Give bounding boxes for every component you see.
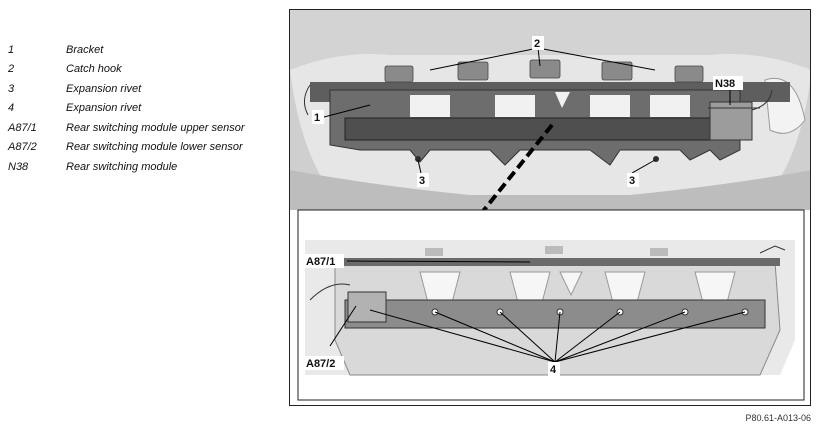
legend: 1 Bracket 2 Catch hook 3 Expansion rivet… bbox=[8, 40, 278, 177]
legend-label: Rear switching module lower sensor bbox=[66, 141, 243, 154]
technical-illustration: 2 1 3 3 N38 bbox=[289, 9, 811, 406]
legend-label: Rear switching module bbox=[66, 160, 178, 173]
leader-line bbox=[537, 47, 656, 71]
legend-key: 3 bbox=[8, 82, 15, 95]
sensor-strip bbox=[344, 117, 716, 141]
legend-row-2: 2 Catch hook bbox=[8, 60, 278, 80]
leader-line bbox=[499, 311, 556, 363]
callout-bg bbox=[627, 173, 639, 187]
legend-key: 2 bbox=[8, 63, 15, 76]
bracket-opening bbox=[555, 92, 570, 108]
leader-line bbox=[537, 47, 541, 67]
leader-line bbox=[554, 311, 686, 363]
leader-line bbox=[429, 47, 539, 71]
cable-end bbox=[759, 245, 786, 254]
callout-a87-1: A87/1 bbox=[306, 256, 335, 268]
leader-line bbox=[554, 311, 561, 363]
bracket-opening bbox=[495, 95, 535, 117]
bumper-lower bbox=[290, 170, 810, 210]
sensor-cable bbox=[309, 283, 351, 301]
leader-line bbox=[554, 311, 621, 363]
legend-label: Bracket bbox=[66, 43, 104, 56]
catch-hook bbox=[674, 65, 704, 83]
legend-row-a87-1: A87/1 Rear switching module upper sensor bbox=[8, 118, 278, 138]
upper-view bbox=[290, 10, 810, 210]
upper-callouts bbox=[323, 47, 731, 174]
leader-line bbox=[346, 260, 531, 263]
leader-line bbox=[554, 311, 746, 363]
detail-callouts bbox=[329, 260, 746, 363]
expansion-rivet bbox=[415, 156, 421, 162]
leader-line bbox=[329, 305, 357, 347]
legend-row-3: 3 Expansion rivet bbox=[8, 79, 278, 99]
leader-line bbox=[631, 159, 656, 174]
legend-row-a87-2: A87/2 Rear switching module lower sensor bbox=[8, 138, 278, 158]
callout-4: 4 bbox=[550, 364, 557, 376]
bracket-opening bbox=[410, 95, 450, 117]
legend-key: A87/2 bbox=[8, 141, 37, 154]
legend-row-n38: N38 Rear switching module bbox=[8, 157, 278, 177]
trunk-lid bbox=[290, 10, 810, 70]
bracket-opening bbox=[650, 95, 690, 117]
catch-hook bbox=[457, 61, 489, 81]
legend-label: Catch hook bbox=[66, 63, 122, 76]
leader-line bbox=[434, 311, 556, 363]
catch-hook bbox=[384, 65, 414, 83]
legend-label: Expansion rivet bbox=[66, 82, 142, 95]
callout-3-left: 3 bbox=[419, 175, 425, 187]
bracket-opening bbox=[559, 271, 583, 297]
mount-tab bbox=[545, 246, 563, 254]
leader-line bbox=[323, 104, 371, 118]
legend-key: 1 bbox=[8, 43, 15, 56]
left-cable bbox=[304, 84, 311, 116]
leader-line bbox=[369, 309, 556, 363]
legend-row-4: 4 Expansion rivet bbox=[8, 99, 278, 119]
catch-hook bbox=[529, 59, 561, 79]
leader-line bbox=[417, 159, 422, 174]
legend-label: Rear switching module upper sensor bbox=[66, 121, 245, 134]
legend-row-1: 1 Bracket bbox=[8, 40, 278, 60]
catch-hook bbox=[601, 61, 633, 81]
callout-3-right: 3 bbox=[629, 175, 635, 187]
callout-n38: N38 bbox=[715, 78, 735, 90]
callout-bg bbox=[532, 36, 544, 50]
callout-a87-2: A87/2 bbox=[306, 358, 335, 370]
illustration-svg: 2 1 3 3 N38 bbox=[290, 10, 810, 401]
lower-sensor-module bbox=[347, 291, 387, 323]
mount-tab bbox=[425, 248, 443, 256]
callout-2: 2 bbox=[534, 38, 540, 50]
legend-key: A87/1 bbox=[8, 121, 37, 134]
lower-sensor-strip bbox=[344, 299, 766, 329]
callout-bg bbox=[304, 254, 344, 268]
document-code: P80.61-A013-06 bbox=[745, 413, 811, 423]
legend-label: Expansion rivet bbox=[66, 102, 142, 115]
module-cable bbox=[751, 89, 773, 111]
callout-bg bbox=[548, 362, 560, 376]
catch-hooks bbox=[384, 59, 704, 83]
upper-sensor-cable bbox=[340, 258, 780, 266]
callout-bg bbox=[304, 356, 344, 370]
bracket-opening bbox=[590, 95, 630, 117]
callout-bg bbox=[417, 173, 429, 187]
detail-connector bbox=[478, 123, 554, 217]
mount-tab bbox=[650, 248, 668, 256]
legend-key: 4 bbox=[8, 102, 15, 115]
legend-key: N38 bbox=[8, 160, 29, 173]
callout-bg bbox=[713, 76, 743, 90]
callout-bg bbox=[312, 110, 324, 124]
callout-1: 1 bbox=[314, 112, 320, 124]
